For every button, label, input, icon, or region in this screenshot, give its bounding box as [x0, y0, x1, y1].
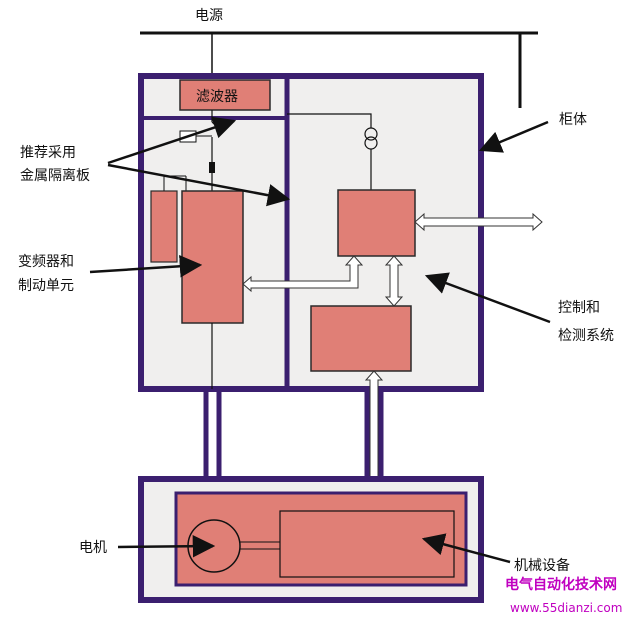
inverter-label-line2: 制动单元 — [18, 278, 74, 294]
machinery-label: 机械设备 — [514, 557, 570, 574]
inverter-block — [181, 190, 244, 324]
motor-label: 电机 — [79, 540, 107, 556]
transformer-icon — [287, 113, 378, 190]
metal-plate-arrow-lower — [107, 163, 291, 207]
coupling-shaft — [240, 541, 280, 550]
cabinet-label: 柜体 — [559, 112, 587, 128]
metal-plate-arrow-upper — [107, 116, 237, 165]
fuse-icon — [209, 162, 215, 173]
detection-block — [310, 305, 412, 372]
motor-power-cable — [203, 389, 222, 478]
machine-signal-cable — [364, 389, 384, 478]
metal-plate-label-line1: 推荐采用 — [20, 145, 76, 161]
watermark-site-name: 电气自动化技术网 — [505, 576, 617, 593]
machinery-block — [279, 510, 455, 578]
motor-arrow — [117, 534, 216, 558]
bus-controller-to-external — [414, 212, 543, 232]
machinery-arrow — [421, 533, 511, 564]
filter-block — [179, 79, 271, 111]
brake-resistor-block — [150, 190, 178, 263]
inverter-arrow — [89, 255, 203, 278]
bus-controller-to-inverter — [242, 255, 364, 293]
control-label-line2: 检测系统 — [558, 328, 614, 344]
power-supply-label: 电源 — [195, 8, 223, 24]
filter-label: 滤波器 — [196, 89, 238, 105]
cabinet-arrow — [478, 120, 549, 153]
inverter-label-line1: 变频器和 — [18, 254, 74, 270]
control-label-line1: 控制和 — [558, 300, 600, 316]
control-arrow — [424, 272, 551, 324]
bus-controller-to-detection — [384, 255, 404, 307]
watermark-url: www.55dianzi.com — [510, 601, 622, 615]
controller-block — [337, 189, 416, 257]
metal-plate-label-line2: 金属隔离板 — [20, 167, 90, 184]
power-bus — [140, 31, 538, 108]
